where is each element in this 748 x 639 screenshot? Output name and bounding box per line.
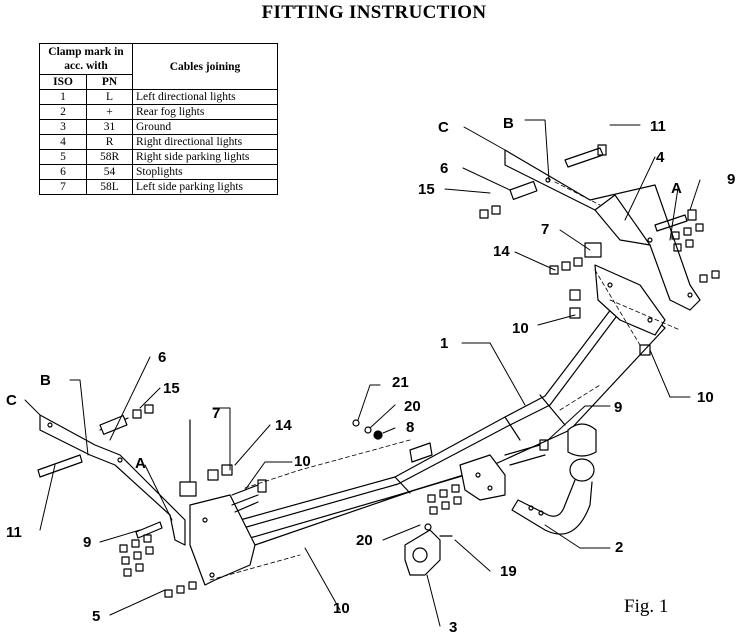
leader-lines	[24, 119, 701, 627]
pn-cell: 58R	[86, 149, 133, 165]
callout-7-right: 7	[541, 221, 549, 238]
main-crossbar	[239, 299, 666, 546]
cable-cell: Right side parking lights	[132, 149, 278, 165]
center-hardware	[352, 419, 433, 463]
callout-19: 19	[500, 563, 517, 580]
callout-3: 3	[449, 619, 457, 636]
assembly-dashed-lines	[209, 181, 681, 581]
callout-c-left: C	[6, 392, 17, 409]
callout-11-left: 11	[6, 524, 22, 541]
clamp-mark-table: Clamp mark in acc. with Cables joining I…	[38, 43, 278, 195]
callout-5: 5	[92, 608, 100, 625]
callout-7-left: 7	[212, 405, 220, 422]
callout-14-right: 14	[493, 243, 510, 260]
callout-8: 8	[406, 419, 414, 436]
right-hardware	[479, 144, 720, 356]
socket-plate	[404, 523, 453, 576]
callout-a-left: A	[135, 455, 146, 472]
tow-ball	[511, 423, 597, 535]
iso-cell: 7	[38, 179, 88, 195]
callout-9-mid: 9	[614, 399, 622, 416]
callout-c-right: C	[438, 119, 449, 136]
figure-label: Fig. 1	[624, 596, 669, 617]
page-title: FITTING INSTRUCTION	[261, 2, 487, 23]
callout-15-right: 15	[418, 181, 435, 198]
left-mounting-plate	[189, 419, 256, 586]
callout-a-right: A	[671, 180, 682, 197]
left-side-bracket	[39, 414, 186, 546]
callout-6-left: 6	[158, 349, 166, 366]
callout-10-bottom: 10	[333, 600, 350, 617]
pn-column-header: PN	[86, 74, 133, 90]
right-mounting-plate	[594, 264, 666, 336]
callout-21: 21	[392, 374, 409, 391]
callout-b-left: B	[40, 372, 51, 389]
clamp-mark-header: Clamp mark in acc. with	[39, 43, 133, 75]
callout-6-right: 6	[440, 160, 448, 177]
callout-20-bottom: 20	[356, 532, 373, 549]
callout-15-left: 15	[163, 380, 180, 397]
callout-2: 2	[615, 539, 623, 556]
table-subheader-row: ISO PN	[38, 74, 278, 90]
table-row: 2+Rear fog lights	[38, 104, 278, 120]
callout-14-left: 14	[275, 417, 292, 434]
callout-1: 1	[440, 335, 448, 352]
callout-9-right: 9	[727, 171, 735, 188]
callout-10-right: 10	[697, 389, 714, 406]
callout-9-left: 9	[83, 534, 91, 551]
callout-10-right-mid: 10	[512, 320, 529, 337]
callout-4: 4	[656, 149, 665, 166]
left-spacer-bolts	[37, 404, 267, 598]
callout-10-left-mid: 10	[294, 453, 311, 470]
callout-20-top: 20	[404, 398, 421, 415]
right-side-bracket	[504, 149, 701, 311]
cable-cell: Left side parking lights	[132, 179, 278, 195]
hitch-neck-bracket	[427, 439, 549, 515]
callout-b-right: B	[503, 115, 514, 132]
callout-11-right: 11	[650, 118, 666, 135]
